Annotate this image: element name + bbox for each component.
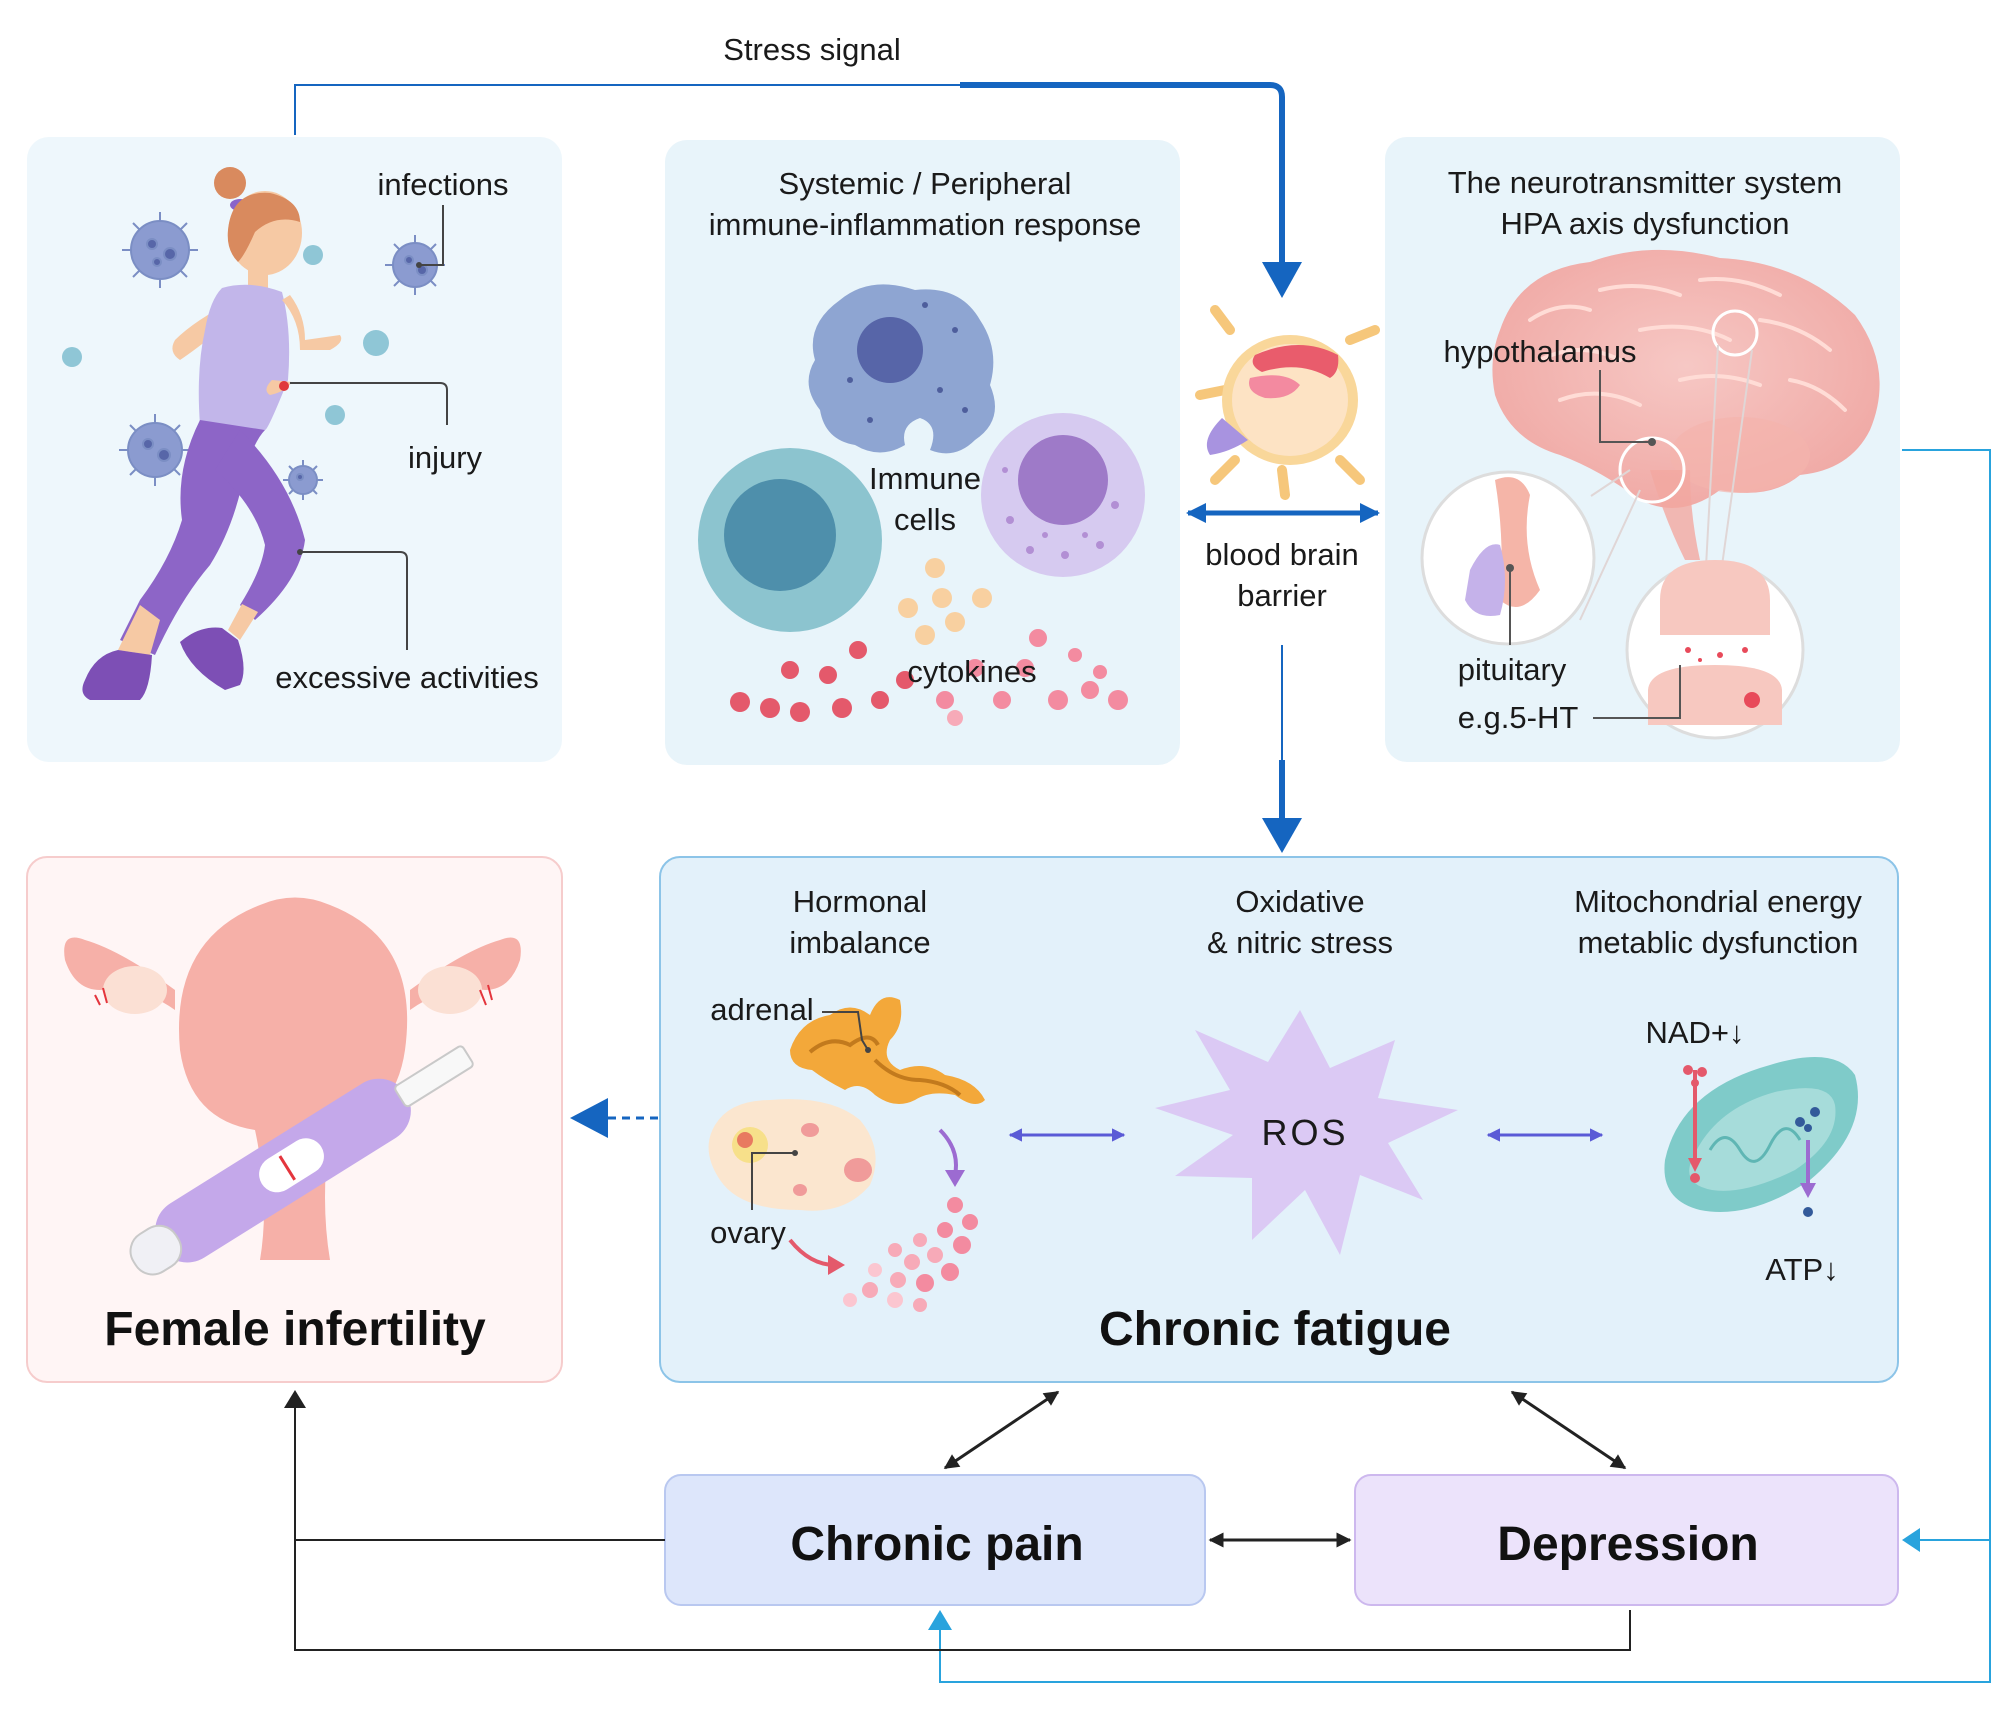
pain-to-infertility-arrow: [294, 1408, 665, 1541]
injury-leader: [290, 382, 448, 425]
ovary-leader: [751, 1152, 795, 1210]
bbb-label-2: barrier: [1237, 578, 1327, 613]
neuro-to-pain-head: [928, 1610, 952, 1630]
hypothalamus-label: hypothalamus: [1443, 334, 1636, 369]
macrophage-icon: [808, 284, 995, 454]
nad-label: NAD+↓: [1645, 1015, 1744, 1050]
immune-panel-title-1: Systemic / Peripheral: [779, 166, 1072, 201]
immune-cells-label-2: cells: [894, 502, 956, 537]
atp-label: ATP↓: [1765, 1252, 1839, 1287]
mitochondrion-icon: [1664, 1057, 1858, 1217]
hormone-dots: [843, 1197, 978, 1312]
ovary-icon: [708, 1099, 876, 1211]
bbb-down-head: [1262, 818, 1302, 853]
neuro-to-depression-head: [1902, 1528, 1920, 1552]
adrenal-icon: [790, 997, 985, 1104]
granulocyte-icon: [981, 413, 1145, 577]
depression-box: [1354, 1474, 1899, 1606]
synapse-inset-icon: [1625, 560, 1805, 740]
runner-figure: [82, 167, 342, 700]
lymphocyte-icon: [698, 448, 882, 632]
brain-icon: [1492, 249, 1880, 621]
hormonal-title-2: imbalance: [789, 925, 930, 960]
immune-panel-title-2: immune-inflammation response: [709, 207, 1141, 242]
infections-label: infections: [378, 167, 509, 202]
bbb-label-1: blood brain: [1205, 537, 1358, 572]
fatigue-depression-arrow: [1510, 1390, 1627, 1470]
stress-signal-head: [1262, 262, 1302, 298]
depression-to-infertility-arrow: [294, 1540, 1631, 1651]
neuro-panel-title-1: The neurotransmitter system: [1448, 165, 1843, 200]
blood-brain-barrier-icon: [1195, 305, 1380, 500]
fatigue-to-infertility-head: [570, 1098, 608, 1138]
cytokine-dots: [730, 558, 1128, 726]
adrenal-label: adrenal: [710, 992, 813, 1027]
neuro-panel-title-2: HPA axis dysfunction: [1501, 206, 1790, 241]
oxidative-title-2: & nitric stress: [1207, 925, 1393, 960]
ros-star: [1155, 1010, 1458, 1255]
mito-title-1: Mitochondrial energy: [1574, 884, 1862, 919]
excessive-leader: [300, 551, 408, 650]
excessive-activities-label: excessive activities: [275, 660, 539, 695]
neuro-to-depression-arrow: [1902, 449, 1991, 1541]
mito-title-2: metablic dysfunction: [1578, 925, 1859, 960]
hormonal-title-1: Hormonal: [793, 884, 927, 919]
uterus-icon: [64, 897, 521, 1260]
infertility-arrow-head: [284, 1390, 306, 1408]
chronic-fatigue-title: Chronic fatigue: [1099, 1303, 1451, 1356]
female-infertility-title: Female infertility: [104, 1303, 486, 1356]
ovary-label: ovary: [710, 1215, 786, 1250]
oxidative-title-1: Oxidative: [1235, 884, 1364, 919]
virus-icon: [62, 212, 445, 500]
serotonin-leader: [1593, 665, 1681, 719]
cytokines-label: cytokines: [907, 654, 1036, 689]
depression-title: Depression: [1497, 1518, 1758, 1571]
pituitary-inset-icon: [1420, 470, 1596, 646]
pituitary-label: pituitary: [1458, 652, 1567, 687]
adrenal-leader: [822, 1011, 869, 1051]
serotonin-label: e.g.5-HT: [1458, 700, 1579, 735]
fatigue-pain-arrow: [943, 1390, 1060, 1470]
infections-leader: [419, 205, 444, 266]
neuro-to-pain-arrow: [939, 1540, 1991, 1683]
immune-cells-label-1: Immune: [869, 461, 981, 496]
ros-label: ROS: [1261, 1112, 1348, 1153]
stress-signal-thick: [960, 82, 1285, 262]
hypothalamus-leader: [1599, 370, 1652, 443]
stress-signal-label: Stress signal: [723, 32, 900, 67]
chronic-pain-title: Chronic pain: [790, 1518, 1083, 1571]
pregnancy-test-icon: [129, 1045, 474, 1276]
injury-label: injury: [408, 440, 483, 475]
